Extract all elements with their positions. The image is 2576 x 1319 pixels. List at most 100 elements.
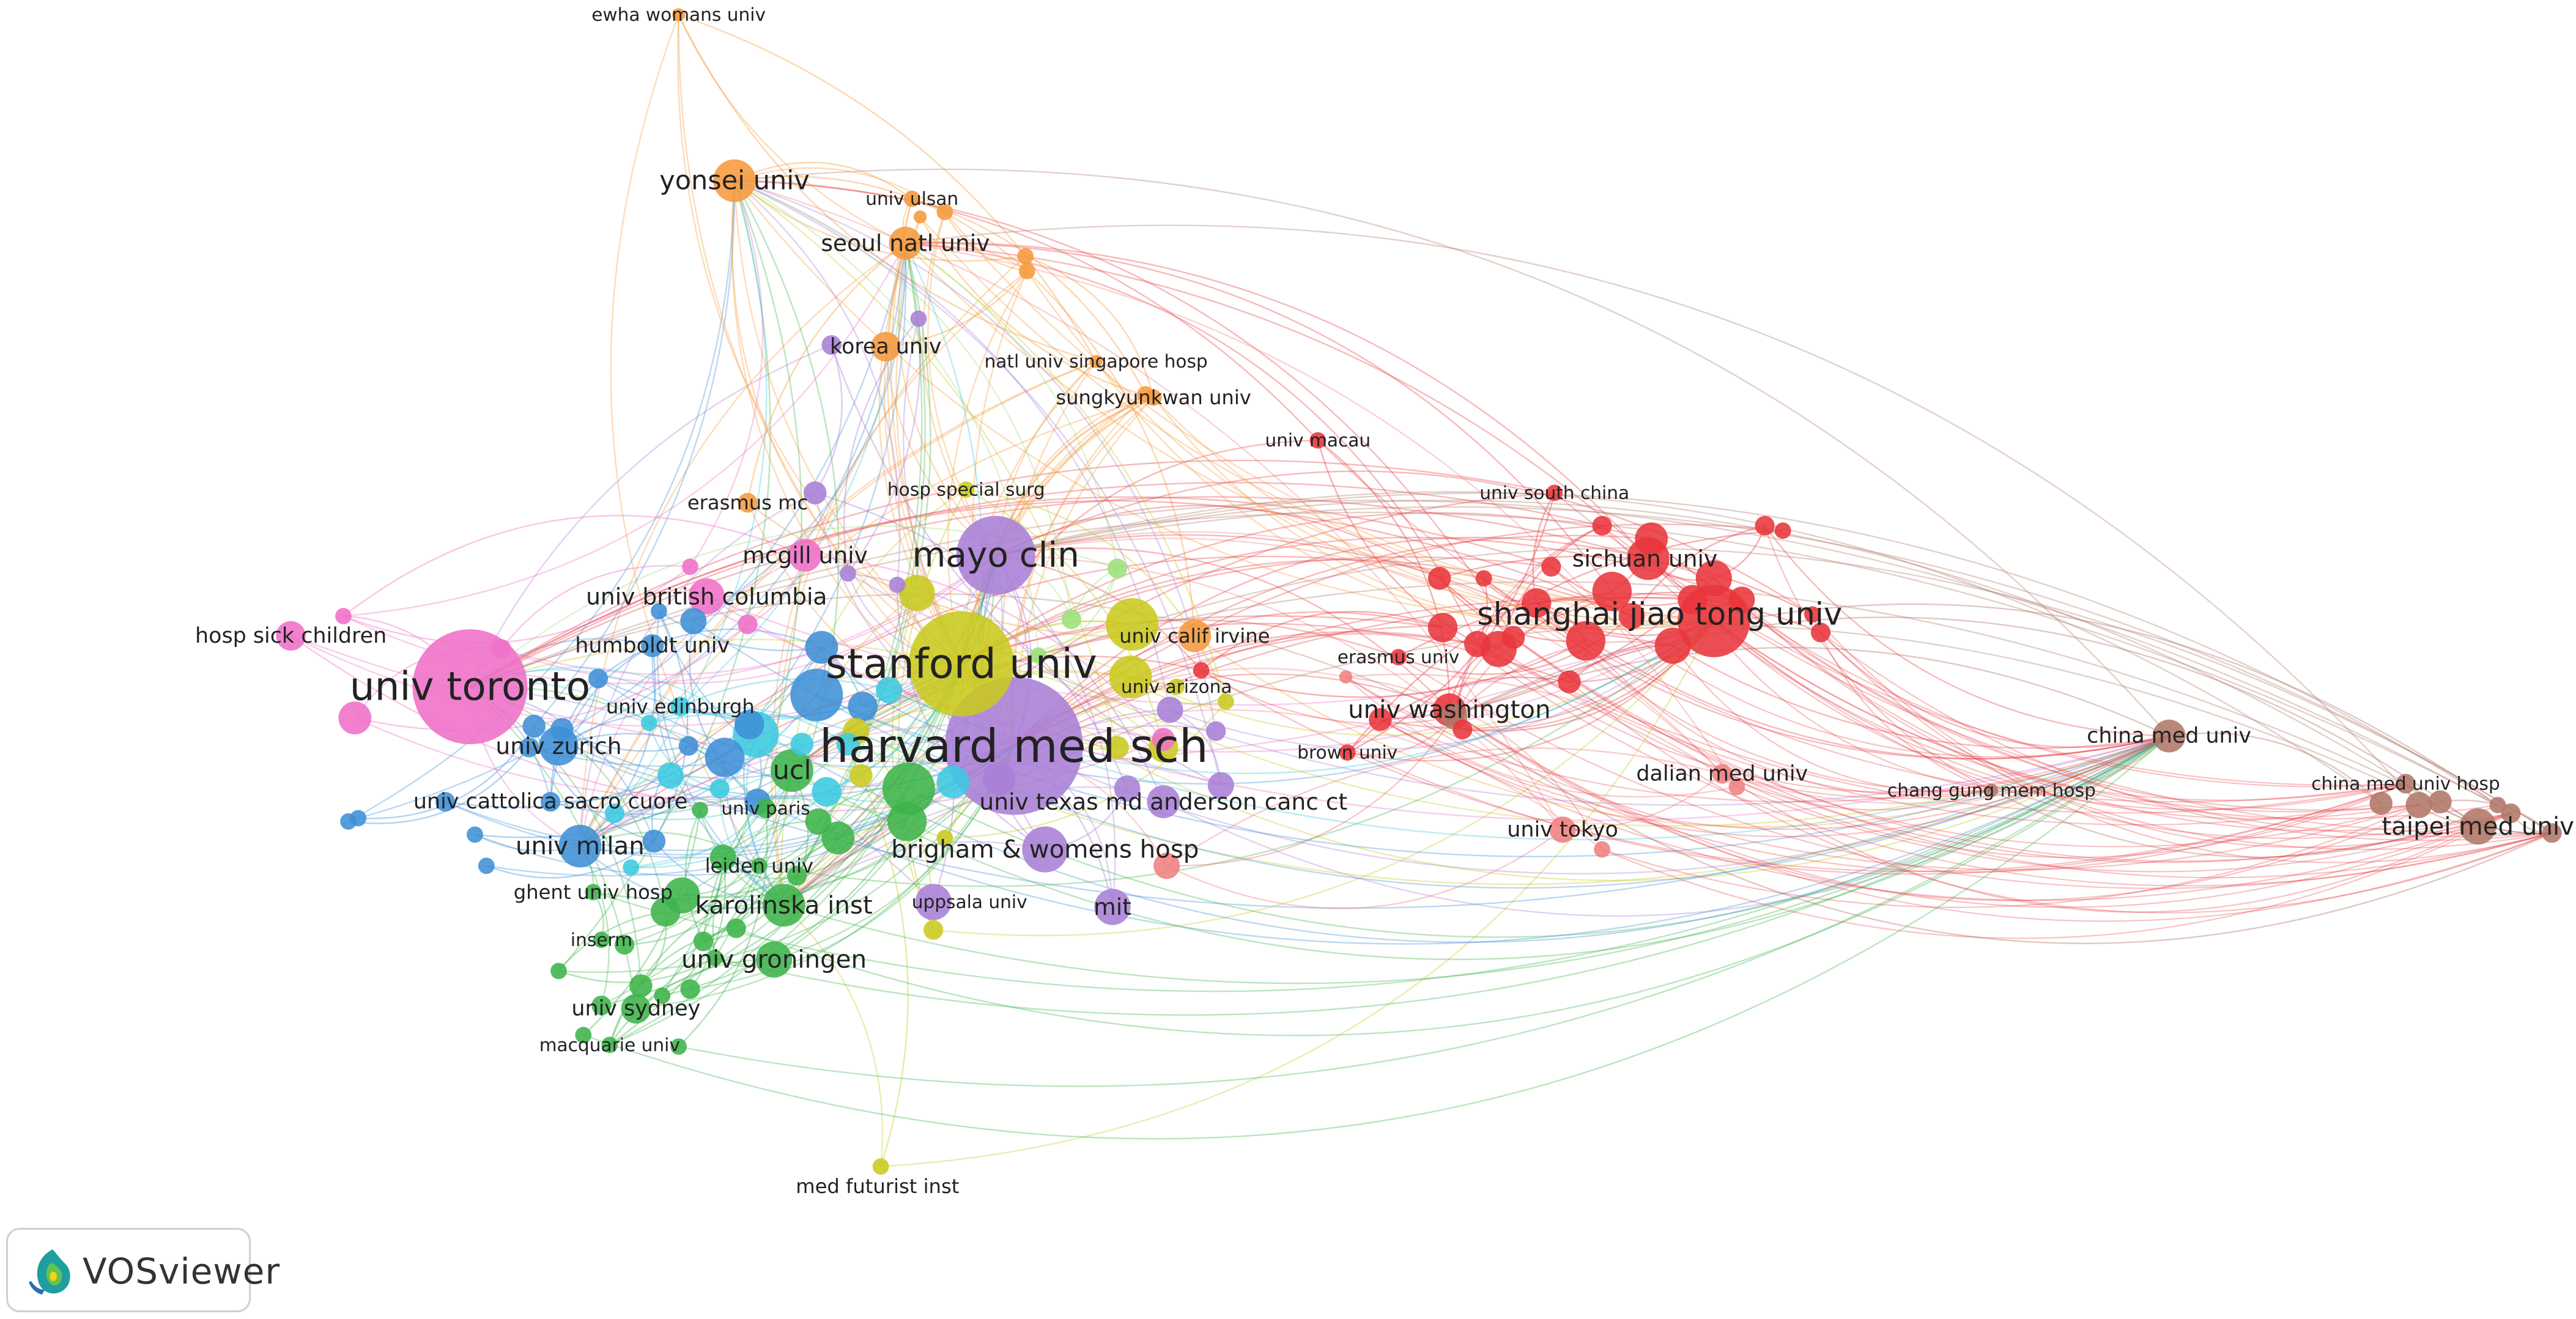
node[interactable] <box>1369 708 1392 731</box>
node[interactable] <box>1061 609 1081 629</box>
node[interactable] <box>2489 797 2506 813</box>
node[interactable] <box>614 934 635 955</box>
node[interactable] <box>1206 721 1226 741</box>
node[interactable] <box>1106 598 1159 651</box>
node[interactable] <box>2501 803 2521 824</box>
node[interactable] <box>575 1027 592 1044</box>
node[interactable] <box>840 565 856 582</box>
node-univ-south-china[interactable] <box>1546 484 1563 501</box>
node[interactable] <box>640 714 657 731</box>
node[interactable] <box>1153 852 1180 879</box>
node[interactable] <box>1109 656 1152 698</box>
node[interactable] <box>651 603 667 619</box>
node-brigham-womens-hosp[interactable] <box>1022 826 1068 873</box>
node-leiden-univ[interactable] <box>750 857 768 874</box>
node[interactable] <box>735 709 764 740</box>
node[interactable] <box>435 792 456 812</box>
node[interactable] <box>1810 623 1831 643</box>
node[interactable] <box>1592 515 1612 536</box>
node[interactable] <box>1804 606 1821 623</box>
node-hosp-special-surg[interactable] <box>958 481 975 498</box>
node-inserm[interactable] <box>593 931 610 948</box>
node[interactable] <box>1427 567 1451 590</box>
node-mayo-clin[interactable] <box>956 515 1035 595</box>
node[interactable] <box>642 829 666 853</box>
node[interactable] <box>849 764 873 787</box>
node[interactable] <box>709 844 736 871</box>
node[interactable] <box>654 987 671 1004</box>
node-taipei-med-univ[interactable] <box>2460 808 2496 845</box>
node[interactable] <box>1654 627 1691 664</box>
node-med-futurist-inst[interactable] <box>872 1158 889 1175</box>
node[interactable] <box>705 737 745 777</box>
node[interactable] <box>882 762 935 815</box>
node[interactable] <box>2542 823 2562 843</box>
node[interactable] <box>1541 556 1561 577</box>
node[interactable] <box>2405 792 2432 818</box>
node[interactable] <box>604 803 625 824</box>
node[interactable] <box>936 204 953 220</box>
node[interactable] <box>887 802 927 841</box>
node[interactable] <box>1193 662 1210 679</box>
node[interactable] <box>836 733 860 756</box>
node[interactable] <box>1017 248 1034 265</box>
node[interactable] <box>350 810 367 827</box>
node-univ-arizona[interactable] <box>1168 678 1185 695</box>
node[interactable] <box>651 897 681 927</box>
node[interactable] <box>738 614 758 635</box>
node[interactable] <box>623 859 640 876</box>
node[interactable] <box>1755 515 1775 536</box>
node[interactable] <box>1635 522 1668 556</box>
node-univ-calif-irvine[interactable] <box>1178 619 1212 652</box>
node[interactable] <box>1592 572 1632 611</box>
node[interactable] <box>478 857 495 874</box>
node[interactable] <box>982 762 1016 796</box>
node-univ-cattolica-sacro-cuore[interactable] <box>541 792 561 812</box>
node[interactable] <box>491 639 511 659</box>
node[interactable] <box>1728 586 1755 613</box>
node[interactable] <box>790 668 843 722</box>
node[interactable] <box>889 577 906 593</box>
node[interactable] <box>706 950 724 966</box>
node-mit[interactable] <box>1094 889 1131 925</box>
node[interactable] <box>726 918 746 939</box>
node[interactable] <box>338 701 372 734</box>
node[interactable] <box>1106 736 1129 759</box>
node[interactable] <box>1030 647 1047 664</box>
node[interactable] <box>1566 621 1605 661</box>
node[interactable] <box>821 821 855 855</box>
node[interactable] <box>1453 719 1473 739</box>
node[interactable] <box>805 808 832 835</box>
node[interactable] <box>680 979 700 999</box>
node[interactable] <box>2369 792 2393 815</box>
node-dalian-med-univ[interactable] <box>1712 764 1732 784</box>
node[interactable] <box>335 608 352 624</box>
node[interactable] <box>1618 603 1645 629</box>
node[interactable] <box>467 826 483 843</box>
node[interactable] <box>1464 630 1490 657</box>
node[interactable] <box>936 829 953 846</box>
node[interactable] <box>876 677 903 703</box>
node-stanford-univ[interactable] <box>908 611 1014 717</box>
node-yonsei-univ[interactable] <box>713 159 756 202</box>
node[interactable] <box>1018 262 1035 279</box>
node-natl-univ-singapore-hosp[interactable] <box>1089 355 1103 368</box>
node-karolinska-inst[interactable] <box>762 884 805 927</box>
node-erasmus-univ[interactable] <box>1390 649 1407 666</box>
node[interactable] <box>657 762 684 789</box>
node[interactable] <box>550 962 567 980</box>
node-brown-univ[interactable] <box>1339 744 1356 761</box>
node[interactable] <box>936 766 970 799</box>
node[interactable] <box>1157 696 1183 723</box>
node[interactable] <box>1695 560 1732 597</box>
node[interactable] <box>1594 841 1611 858</box>
node-univ-texas-md-anderson-canc-ct[interactable] <box>1147 785 1180 819</box>
node-humboldt-univ[interactable] <box>640 634 664 657</box>
node[interactable] <box>1114 775 1141 802</box>
node[interactable] <box>805 630 838 664</box>
node[interactable] <box>1339 670 1353 684</box>
node[interactable] <box>1137 386 1154 403</box>
node[interactable] <box>519 737 539 758</box>
node-univ-milan[interactable] <box>558 824 602 868</box>
node[interactable] <box>1152 728 1175 751</box>
